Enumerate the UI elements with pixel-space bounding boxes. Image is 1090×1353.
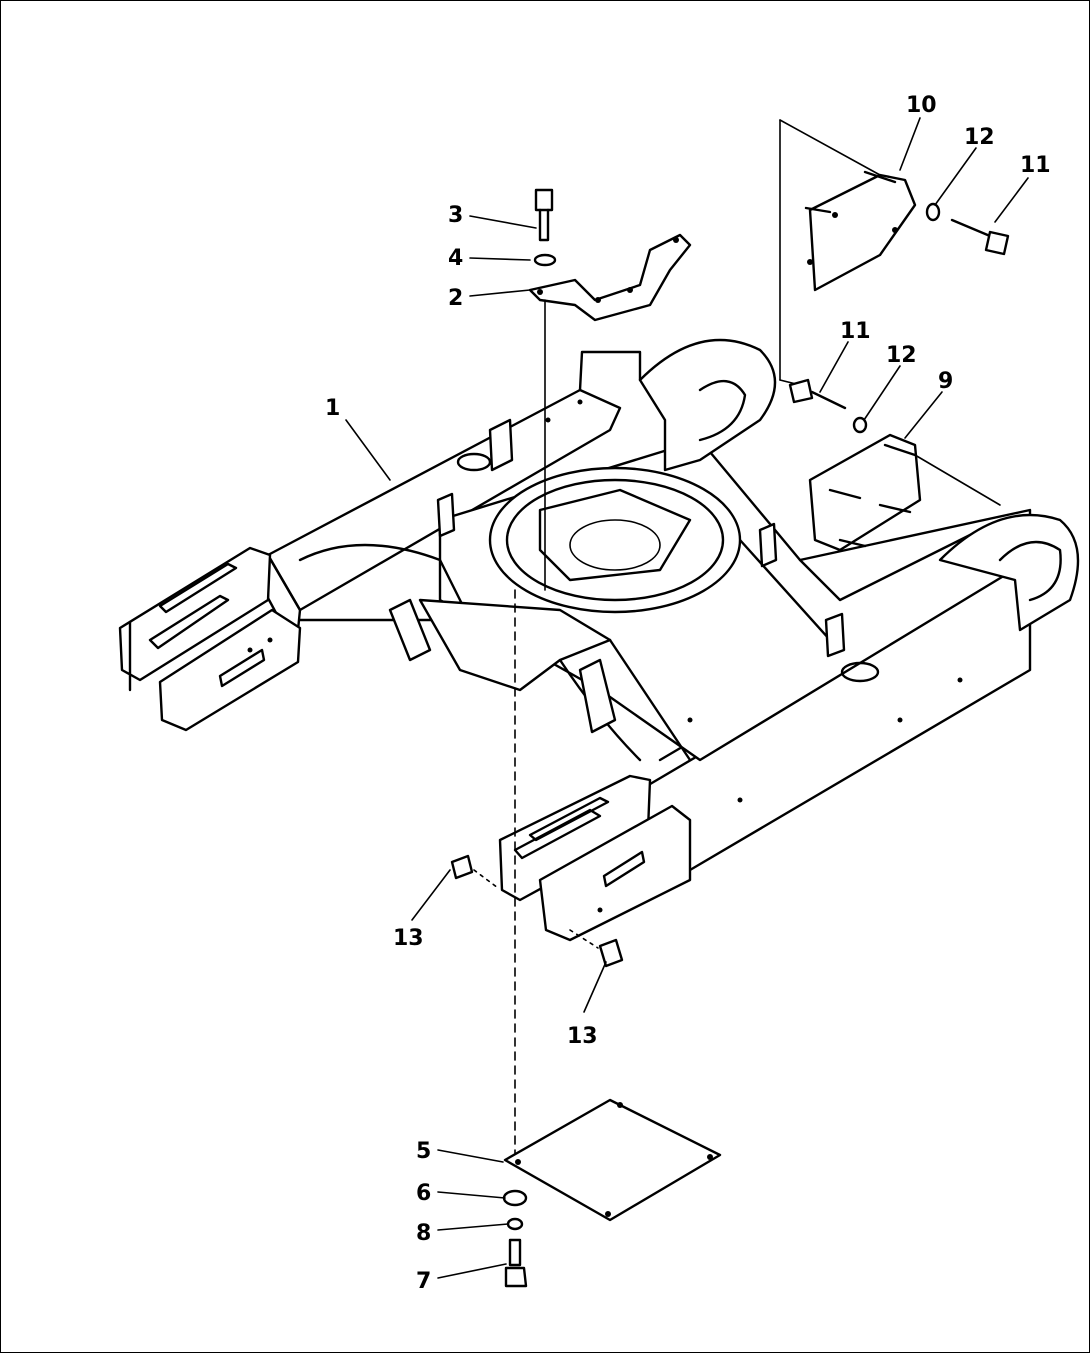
callout-11-mid: 11: [840, 319, 871, 344]
callout-7: 7: [416, 1269, 431, 1294]
cover-assembly: [779, 119, 1010, 386]
callout-12-mid: 12: [886, 343, 917, 368]
leader-lines: [345, 117, 1029, 1279]
callout-3: 3: [448, 203, 463, 228]
callout-12-top: 12: [964, 125, 995, 150]
callout-13-left: 13: [393, 926, 424, 951]
bracket-assembly: [528, 188, 692, 591]
callout-11-top: 11: [1020, 153, 1051, 178]
callout-2: 2: [448, 286, 463, 311]
plugs: [450, 854, 624, 968]
callout-labels: 1 2 3 4 5 6 7 8 9 10 11 11 12 12 13 13: [325, 93, 1051, 1294]
callout-6: 6: [416, 1181, 431, 1206]
callout-5: 5: [416, 1139, 431, 1164]
callout-10: 10: [906, 93, 937, 118]
callout-9: 9: [938, 369, 953, 394]
callout-13-right: 13: [567, 1024, 598, 1049]
cover-plate-rear: [788, 378, 1001, 552]
track-frame: [118, 338, 1080, 942]
callout-4: 4: [448, 246, 463, 271]
callout-8: 8: [416, 1221, 431, 1246]
under-cover-assembly: [502, 589, 722, 1288]
callout-1: 1: [325, 396, 340, 421]
